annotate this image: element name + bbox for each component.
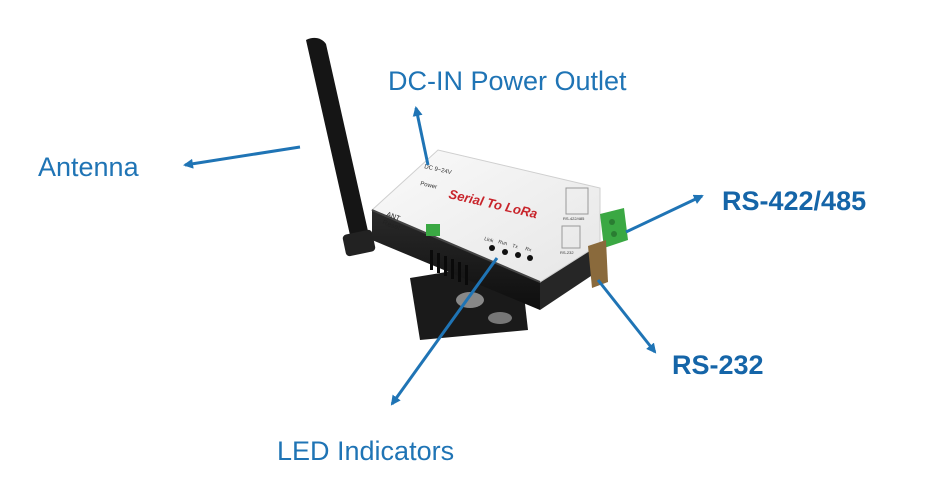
panel-label-ant: ANT	[385, 211, 401, 223]
arrow-led	[390, 257, 499, 406]
led-label-run: Run	[497, 239, 508, 247]
port-label-rs232: RS-232	[560, 250, 574, 255]
port-label-rs422: RS-422/485	[563, 216, 585, 221]
label-rs232: RS-232	[672, 350, 764, 380]
arrow-dc-in	[412, 106, 430, 166]
arrow-antenna	[183, 145, 301, 169]
arrow-rs422	[625, 194, 704, 234]
label-antenna: Antenna	[38, 152, 139, 182]
housing-body	[371, 149, 601, 310]
label-rs422: RS-422/485	[722, 186, 867, 216]
led-label-rx: Rx	[524, 246, 532, 254]
label-led: LED Indicators	[277, 436, 455, 466]
arrow-rs232	[596, 279, 657, 354]
db9-connector	[588, 240, 608, 288]
led-label-tx: Tx	[511, 243, 518, 250]
label-dc-in: DC-IN Power Outlet	[388, 66, 627, 96]
terminal-block	[600, 208, 628, 248]
antenna-part	[306, 37, 376, 257]
panel-label-power: Power	[420, 181, 438, 191]
led-label-link: Link	[483, 236, 494, 244]
